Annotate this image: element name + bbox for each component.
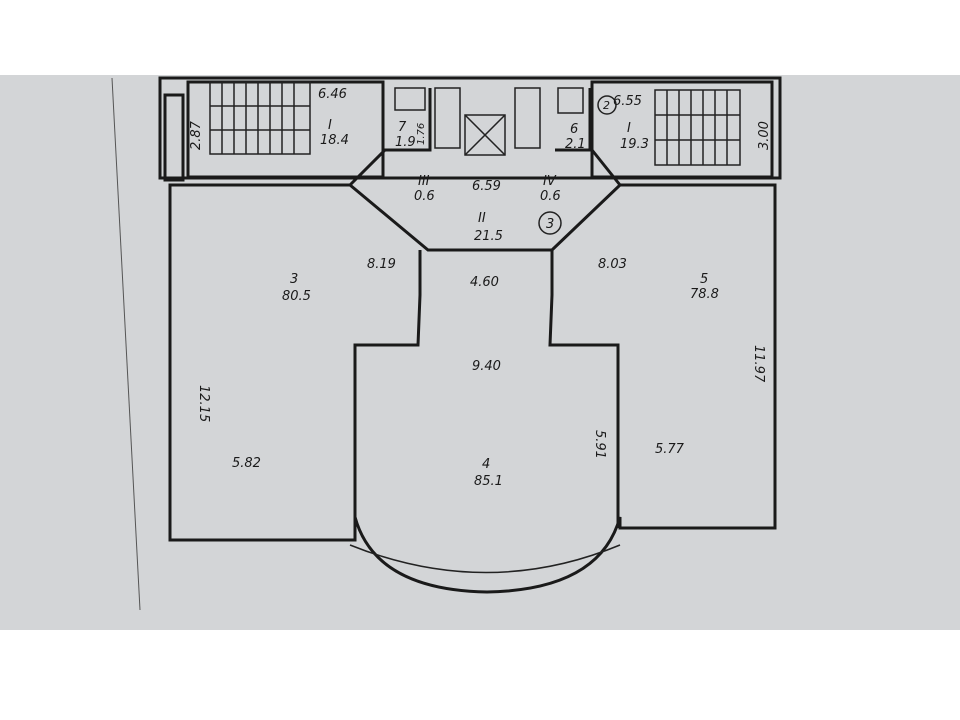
dimension: 4.60: [470, 275, 499, 290]
room-id: 5: [700, 272, 708, 287]
dimension: 9.40: [472, 359, 501, 374]
stairs-left: [209, 81, 311, 155]
room-area: 2.1: [565, 137, 586, 152]
room-area: 85.1: [474, 474, 503, 489]
stairs-right: [654, 89, 741, 166]
dimension: 5.91: [592, 430, 607, 459]
room-area: 0.6: [414, 189, 435, 204]
paper-background: [0, 75, 960, 630]
room-id: 3: [290, 272, 298, 287]
room-id: IV: [543, 174, 557, 189]
room-area: 18.4: [320, 133, 349, 148]
room-id: 6: [570, 122, 578, 137]
room-id: 7: [398, 120, 407, 135]
dimension: 6.55: [613, 94, 642, 109]
marker-3: 3: [546, 217, 554, 232]
room-id: III: [418, 174, 430, 189]
room-area: 0.6: [540, 189, 561, 204]
room-area: 1.9: [395, 135, 416, 150]
dimension: 3.00: [757, 121, 772, 150]
room-id: I: [627, 121, 631, 136]
marker-2: 2: [603, 99, 610, 112]
room-area: 21.5: [474, 229, 503, 244]
marker-circle-3: [538, 211, 562, 235]
room-id: 4: [482, 457, 490, 472]
dimension: 6.46: [318, 87, 347, 102]
room-area: 78.8: [690, 287, 719, 302]
dimension: 12.15: [196, 385, 211, 422]
room-area: 19.3: [620, 137, 649, 152]
bay-arc: [349, 544, 621, 574]
dimension: 8.19: [367, 257, 396, 272]
room-id: II: [478, 211, 486, 226]
dimension: 8.03: [598, 257, 627, 272]
dimension: 1.76: [416, 123, 427, 145]
room-id: I: [328, 118, 332, 133]
marker-circle-2: [597, 95, 617, 115]
dimension: 5.77: [655, 442, 685, 457]
paper-edge-line: [111, 77, 141, 611]
dimension: 6.59: [472, 179, 501, 194]
dimension: 11.97: [751, 345, 766, 383]
dimension: 2.87: [189, 120, 204, 150]
dimension: 5.82: [232, 456, 261, 471]
room-area: 80.5: [282, 289, 311, 304]
